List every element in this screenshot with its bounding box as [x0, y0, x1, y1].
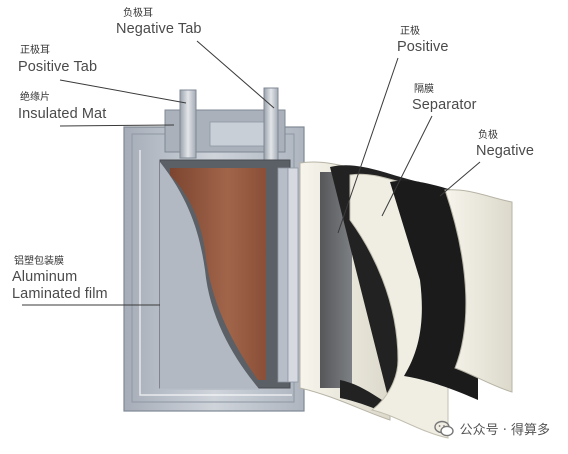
electrode-coating	[170, 168, 266, 380]
insulated-mat-label: Insulated Mat	[18, 106, 107, 122]
positive-coating	[320, 172, 352, 388]
insulated-mat-cn-label: 绝缘片	[20, 92, 50, 103]
laminated-film-label: Laminated film	[12, 286, 108, 302]
negative-cn-label: 负极	[478, 130, 498, 141]
positive-cn-label: 正极	[400, 26, 420, 37]
aluminum-film-cn-label: 铝塑包装膜	[14, 256, 64, 267]
separator-label: Separator	[412, 97, 477, 113]
negative-dark-layer	[390, 180, 478, 400]
wechat-icon	[433, 420, 454, 438]
watermark-text: 公众号 · 得算多	[459, 423, 550, 438]
separator-cn-label: 隔膜	[414, 84, 434, 95]
negative-sheet	[444, 189, 513, 393]
casing-cutaway	[160, 162, 260, 390]
negative-label: Negative	[476, 143, 535, 159]
positive-tab-cn-label: 正极耳	[20, 45, 50, 56]
watermark: 公众号 · 得算多	[433, 419, 550, 438]
positive-tab-label: Positive Tab	[18, 59, 98, 75]
positive-label: Positive	[397, 39, 449, 55]
negative-tab-label: Negative Tab	[116, 21, 202, 37]
aluminum-label: Aluminum	[12, 269, 78, 285]
negative-tab-cn-label: 负极耳	[123, 8, 153, 19]
leader-lines	[22, 40, 481, 306]
positive-tab	[179, 89, 197, 159]
